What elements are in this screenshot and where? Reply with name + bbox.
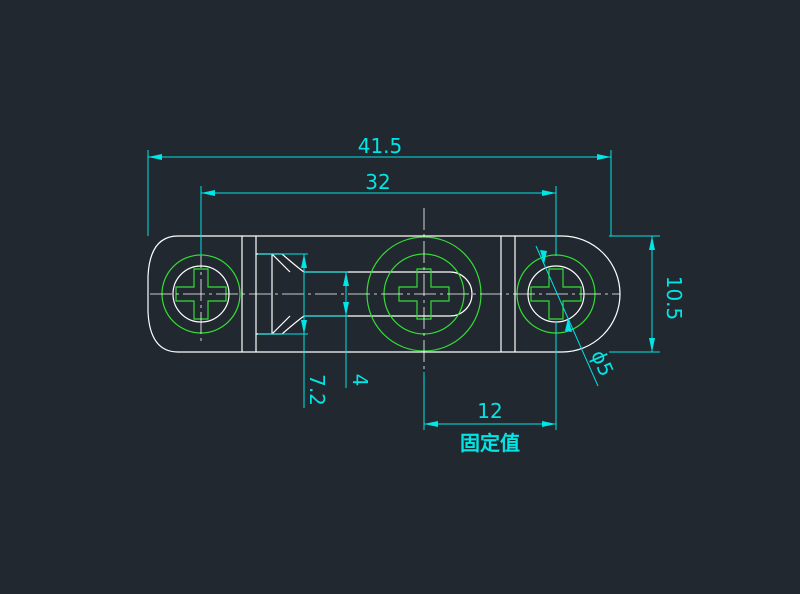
dim-fixed-offset-text: 12: [477, 399, 502, 423]
arrow-diameter-bottom: [565, 318, 572, 332]
channel-edge-top: [271, 253, 291, 273]
dimension-lines: [147, 150, 660, 430]
dim-slot-depth-text: 7.2: [305, 374, 329, 406]
arrow-left: [201, 190, 215, 196]
arrow-left: [424, 421, 438, 427]
arrow-right: [597, 154, 611, 160]
right-cross-recess-icon: [530, 268, 582, 320]
left-cross-recess-icon: [175, 268, 227, 320]
arrow-up: [649, 236, 655, 250]
center-lines: [150, 208, 620, 378]
fixed-value-label: 固定值: [460, 431, 520, 455]
channel-edge-bottom: [271, 315, 291, 335]
arrow-diameter-top: [540, 250, 547, 264]
dim-slot-width-text: 4: [348, 374, 372, 387]
arrow-up: [343, 272, 349, 286]
arrow-right: [542, 190, 556, 196]
dim-hole-diameter-text: ϕ5: [586, 346, 618, 379]
dim-line-hole-diameter: [535, 245, 599, 387]
arrow-down: [343, 302, 349, 316]
dim-hole-spacing-text: 32: [365, 170, 390, 194]
channel-contour: [256, 253, 473, 335]
outer-contour: [147, 235, 621, 353]
dim-overall-length-text: 41.5: [358, 134, 403, 158]
arrow-down: [301, 320, 307, 334]
dim-height-text: 10.5: [662, 276, 686, 321]
arrow-up: [301, 254, 307, 268]
arrow-left: [148, 154, 162, 160]
center-cross-recess-icon: [398, 268, 450, 320]
arrow-down: [649, 338, 655, 352]
arrow-right: [542, 421, 556, 427]
